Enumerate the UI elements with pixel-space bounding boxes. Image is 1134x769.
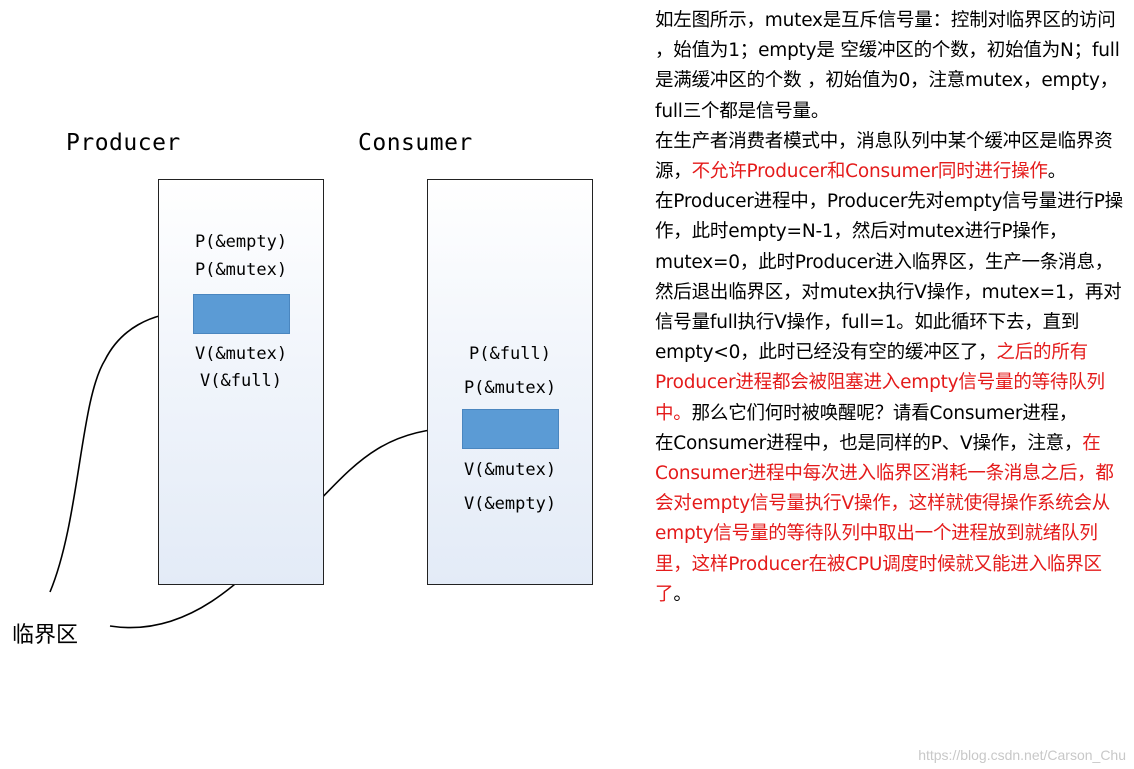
producer-process-box: P(&empty) P(&mutex) V(&mutex) V(&full): [158, 179, 324, 585]
explanation-paragraph-4: 在Consumer进程中，也是同样的P、V操作，注意，在Consumer进程中每…: [655, 429, 1123, 610]
consumer-process-box: P(&full) P(&mutex) V(&mutex) V(&empty): [427, 179, 593, 585]
explanation-paragraph-3: 在Producer进程中，Producer先对empty信号量进行P操作，此时e…: [655, 187, 1123, 429]
consumer-op-v-empty: V(&empty): [463, 494, 557, 514]
consumer-title: Consumer: [358, 130, 473, 156]
explanation-p2-end: 。: [1047, 161, 1067, 183]
explanation-p4-text: 在Consumer进程中，也是同样的P、V操作，注意，: [655, 432, 1083, 454]
watermark: https://blog.csdn.net/Carson_Chu: [918, 747, 1126, 763]
consumer-op-v-mutex: V(&mutex): [463, 460, 557, 480]
consumer-op-p-mutex: P(&mutex): [463, 378, 557, 398]
producer-op-v-mutex: V(&mutex): [194, 344, 288, 364]
explanation-p4-end: 。: [673, 583, 692, 605]
explanation-p4-highlight: 在Consumer进程中每次进入临界区消耗一条消息之后，都会对empty信号量执…: [655, 432, 1114, 605]
producer-op-p-mutex: P(&mutex): [194, 260, 288, 280]
producer-title: Producer: [66, 130, 181, 156]
critical-section-label: 临界区: [12, 623, 79, 648]
explanation-text: 如左图所示，mutex是互斥信号量：控制对临界区的访问 ，始值为1；empty是…: [655, 6, 1123, 610]
explanation-paragraph-2: 在生产者消费者模式中，消息队列中某个缓冲区是临界资源，不允许Producer和C…: [655, 127, 1123, 187]
explanation-paragraph-1: 如左图所示，mutex是互斥信号量：控制对临界区的访问 ，始值为1；empty是…: [655, 10, 1120, 122]
explanation-p3-highlight: 之后的所有Producer进程都会被阻塞进入empty信号量的等待队列中。: [655, 342, 1105, 424]
arrow-to-producer-critical-section: [49, 308, 191, 593]
explanation-p3-end: 那么它们何时被唤醒呢？请看Consumer进程，: [691, 402, 1078, 424]
producer-critical-section-block: [193, 294, 290, 334]
explanation-p2-highlight: 不允许Producer和Consumer同时进行操作: [691, 161, 1048, 183]
producer-op-p-empty: P(&empty): [194, 232, 288, 252]
explanation-p3-text: 在Producer进程中，Producer先对empty信号量进行P操作，此时e…: [655, 191, 1123, 364]
producer-op-v-full: V(&full): [200, 371, 282, 391]
consumer-critical-section-block: [462, 409, 559, 449]
consumer-op-p-full: P(&full): [469, 344, 551, 364]
explanation-p2-text: 在生产者消费者模式中，消息队列中某个缓冲区是临界资源，: [655, 130, 1113, 183]
